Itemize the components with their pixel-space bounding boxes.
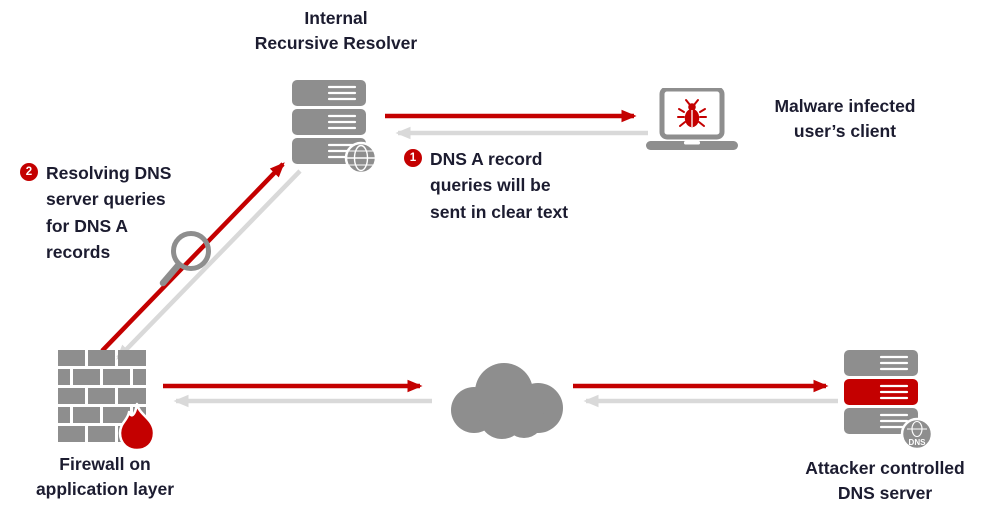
client-label: Malware infected user’s client <box>774 96 916 141</box>
attacker-label: Attacker controlled DNS server <box>805 458 965 503</box>
annotation-2-badge: 2 <box>20 163 38 181</box>
arrow-resolver-to-firewall <box>116 169 302 360</box>
annotation-1: 1 DNS A record queries will be sent in c… <box>404 146 616 225</box>
bug-icon <box>677 99 707 128</box>
annotation-2: 2 Resolving DNS server queries for DNS A… <box>20 160 212 265</box>
annotation-2-text: Resolving DNS server queries for DNS A r… <box>46 163 172 262</box>
arrow-firewall-to-resolver <box>100 162 285 353</box>
firewall-label: Firewall on application layer <box>35 454 175 499</box>
resolver-server-icon <box>292 80 378 175</box>
magnifying-glass-icon <box>159 231 211 287</box>
attacker-server-icon: DNS <box>844 350 934 451</box>
flame-icon <box>118 402 156 452</box>
malware-laptop-icon <box>646 88 738 150</box>
dns-badge-icon: DNS <box>900 417 934 451</box>
cloud-icon <box>451 363 563 439</box>
svg-text:DNS: DNS <box>909 438 927 447</box>
globe-icon <box>344 141 378 175</box>
annotation-1-text: DNS A record queries will be sent in cle… <box>430 149 569 222</box>
annotation-1-badge: 1 <box>404 149 422 167</box>
resolver-label: Internal Recursive Resolver <box>254 8 418 53</box>
firewall-icon <box>58 350 156 452</box>
